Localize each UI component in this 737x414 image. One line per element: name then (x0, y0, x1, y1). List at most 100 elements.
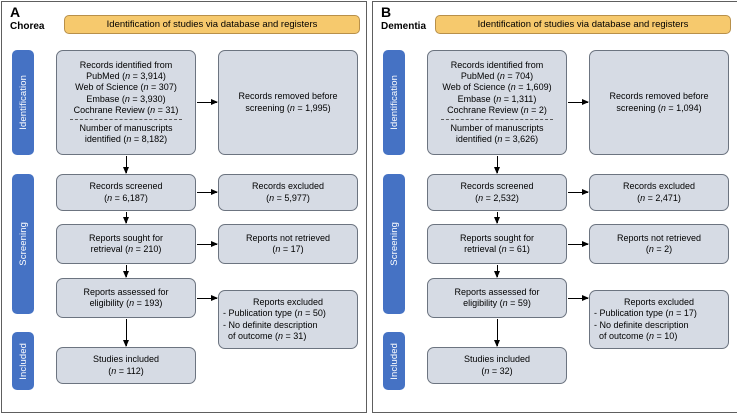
identification-banner: Identification of studies via database a… (64, 15, 360, 34)
arrow-screened-to-sought (123, 212, 129, 224)
panel-b: B Dementia Identification of studies via… (372, 1, 737, 413)
reports-excluded-reason-1: - Publication type (n = 17) (594, 308, 697, 319)
panel-letter: B (381, 4, 392, 20)
studies-included-line-2: (n = 112) (108, 365, 144, 376)
dashed-divider (441, 119, 553, 121)
reports-excluded-reason-1: - Publication type (n = 50) (223, 308, 326, 319)
records-removed-line-1: Records removed before (609, 91, 709, 102)
arrow-assessed-to-excluded (197, 295, 218, 301)
records-excluded-line-2: (n = 2,471) (637, 192, 681, 203)
box-reports-assessed: Reports assessed for eligibility (n = 59… (427, 278, 567, 318)
source-embase: Embase (n = 1,311) (457, 93, 537, 104)
box-studies-included: Studies included (n = 32) (427, 347, 567, 384)
reports-assessed-line-2: eligibility (n = 193) (89, 298, 163, 308)
source-cochrane-review: Cochrane Review (n = 2) (447, 105, 547, 116)
stage-label-screening: Screening (17, 222, 29, 266)
records-identified-title: Records identified from (450, 59, 544, 70)
reports-assessed-line-1: Reports assessed for (83, 286, 169, 297)
records-removed-line-1: Records removed before (238, 91, 338, 102)
arrow-sought-to-not-retrieved (568, 241, 589, 247)
panel-subject-label: Chorea (10, 21, 45, 32)
records-excluded-line-1: Records excluded (251, 181, 325, 192)
box-records-screened: Records screened (n = 2,532) (427, 174, 567, 211)
reports-excluded-title: Reports excluded (623, 296, 695, 307)
stage-label-screening: Screening (388, 222, 400, 266)
manuscripts-line-1: Number of manuscripts (450, 122, 544, 133)
reports-not-retrieved-line-2: (n = 17) (272, 244, 304, 254)
stage-label-identification: Identification (388, 75, 400, 130)
reports-sought-line-2: retrieval (n = 210) (90, 244, 162, 254)
reports-excluded-reason-3: of outcome (n = 31) (223, 330, 307, 341)
records-excluded-line-1: Records excluded (622, 181, 696, 192)
box-records-removed: Records removed before screening (n = 1,… (589, 50, 729, 155)
box-reports-assessed: Reports assessed for eligibility (n = 19… (56, 278, 196, 318)
studies-included-line-2: (n = 32) (481, 365, 513, 376)
arrow-screened-to-sought (494, 212, 500, 224)
arrow-sought-to-not-retrieved (197, 241, 218, 247)
records-removed-line-2: screening (n = 1,094) (616, 102, 702, 113)
arrow-assessed-to-included (494, 319, 500, 347)
box-records-excluded: Records excluded (n = 2,471) (589, 174, 729, 211)
stage-label-included: Included (17, 342, 29, 380)
panel-subject-label: Dementia (381, 21, 427, 32)
source-web-of-science: Web of Science (n = 1,609) (442, 82, 552, 93)
box-studies-included: Studies included (n = 112) (56, 347, 196, 384)
records-excluded-line-2: (n = 5,977) (266, 192, 310, 203)
records-screened-line-2: (n = 2,532) (475, 192, 519, 203)
source-pubmed: PubMed (n = 704) (460, 70, 534, 81)
source-web-of-science: Web of Science (n = 307) (75, 82, 177, 93)
reports-sought-line-1: Reports sought for (88, 232, 164, 243)
reports-not-retrieved-line-1: Reports not retrieved (616, 232, 702, 243)
stage-bar-included: Included (12, 332, 34, 390)
reports-assessed-line-2: eligibility (n = 59) (463, 298, 531, 308)
arrow-assessed-to-excluded (568, 295, 589, 301)
stage-label-included: Included (388, 342, 400, 380)
dashed-divider (70, 119, 182, 121)
arrow-screened-to-excluded (197, 189, 218, 195)
records-identified-title: Records identified from (79, 59, 173, 70)
stage-bar-screening: Screening (12, 174, 34, 314)
reports-assessed-line-1: Reports assessed for (454, 286, 540, 297)
reports-not-retrieved-line-1: Reports not retrieved (245, 232, 331, 243)
panel-a: A Chorea Identification of studies via d… (1, 1, 367, 413)
reports-excluded-reason-3: of outcome (n = 10) (594, 330, 678, 341)
box-records-excluded: Records excluded (n = 5,977) (218, 174, 358, 211)
source-embase: Embase (n = 3,930) (86, 93, 166, 104)
box-reports-excluded: Reports excluded - Publication type (n =… (589, 290, 729, 349)
stage-label-identification: Identification (17, 75, 29, 130)
arrow-assessed-to-included (123, 319, 129, 347)
arrow-sought-to-assessed (123, 265, 129, 278)
stage-bar-identification: Identification (12, 50, 34, 155)
manuscripts-line-2: identified (n = 8,182) (84, 134, 168, 145)
arrow-screened-to-excluded (568, 189, 589, 195)
records-screened-line-1: Records screened (460, 181, 534, 192)
box-reports-not-retrieved: Reports not retrieved (n = 2) (589, 224, 729, 264)
manuscripts-line-2: identified (n = 3,626) (455, 134, 539, 145)
arrow-identified-to-removed (568, 99, 589, 105)
box-records-removed: Records removed before screening (n = 1,… (218, 50, 358, 155)
reports-excluded-title: Reports excluded (252, 296, 324, 307)
box-reports-excluded: Reports excluded - Publication type (n =… (218, 290, 358, 349)
reports-sought-line-2: retrieval (n = 61) (464, 244, 530, 254)
box-reports-sought: Reports sought for retrieval (n = 61) (427, 224, 567, 264)
records-screened-line-2: (n = 6,187) (104, 192, 148, 203)
source-cochrane-review: Cochrane Review (n = 31) (73, 105, 179, 116)
reports-not-retrieved-line-2: (n = 2) (645, 244, 673, 254)
identification-banner: Identification of studies via database a… (435, 15, 731, 34)
records-screened-line-1: Records screened (89, 181, 163, 192)
arrow-identified-to-removed (197, 99, 218, 105)
records-removed-line-2: screening (n = 1,995) (245, 102, 331, 113)
box-records-screened: Records screened (n = 6,187) (56, 174, 196, 211)
arrow-identified-to-screened (494, 156, 500, 174)
studies-included-line-1: Studies included (92, 354, 160, 365)
box-records-identified: Records identified from PubMed (n = 704)… (427, 50, 567, 155)
stage-bar-included: Included (383, 332, 405, 390)
box-reports-not-retrieved: Reports not retrieved (n = 17) (218, 224, 358, 264)
box-records-identified: Records identified from PubMed (n = 3,91… (56, 50, 196, 155)
arrow-sought-to-assessed (494, 265, 500, 278)
source-pubmed: PubMed (n = 3,914) (86, 70, 166, 81)
reports-sought-line-1: Reports sought for (459, 232, 535, 243)
stage-bar-screening: Screening (383, 174, 405, 314)
box-reports-sought: Reports sought for retrieval (n = 210) (56, 224, 196, 264)
